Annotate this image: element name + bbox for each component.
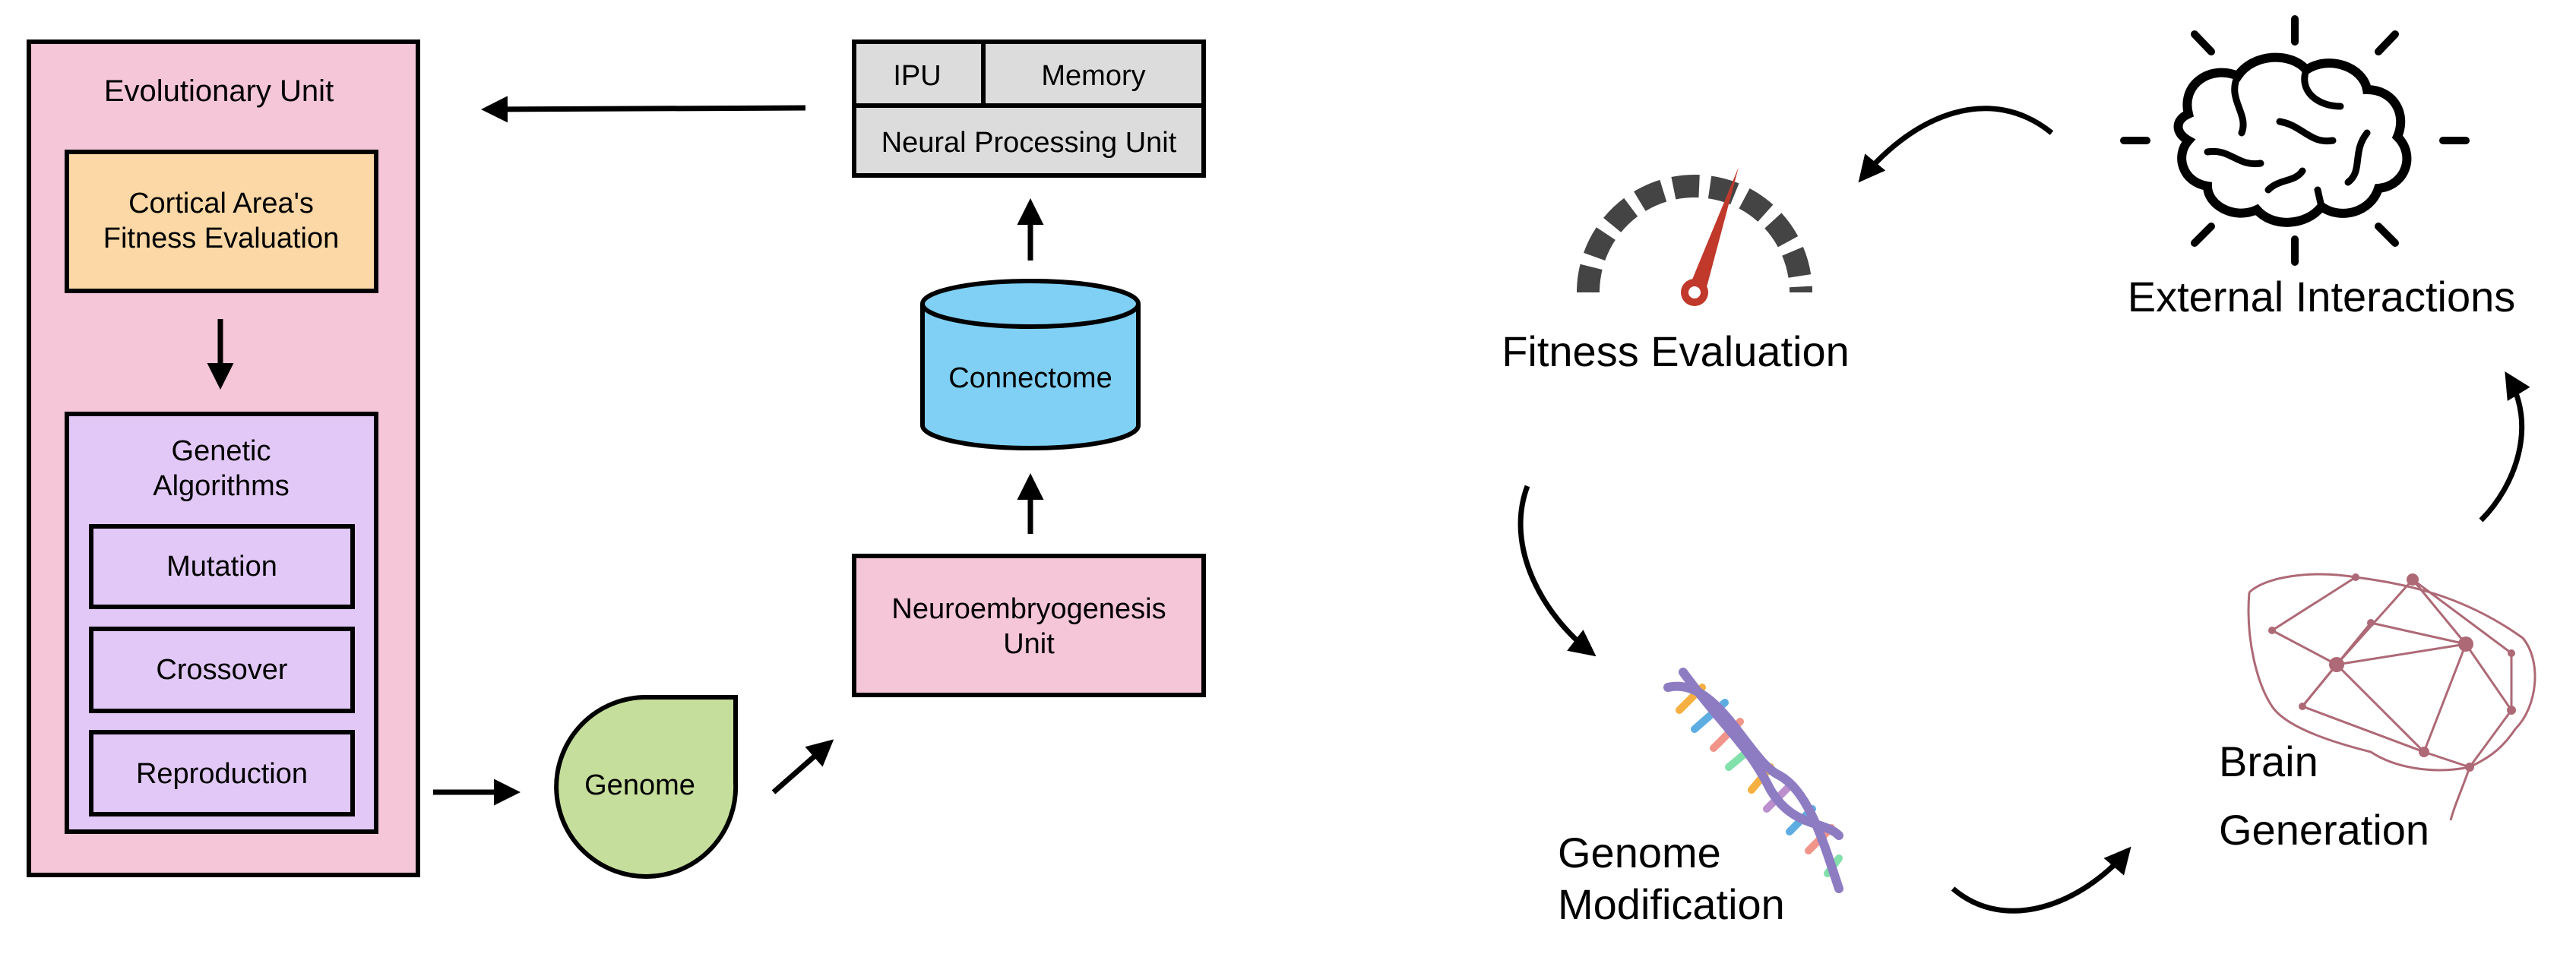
connectome-cylinder: Connectome [920,279,1141,450]
cortical-fitness-line1: Cortical Area's [128,188,314,220]
arrow-external-to-fitness [1858,106,2054,183]
neuroembryogenesis-box: Neuroembryogenesis Unit [852,554,1206,697]
genome-shape: Genome [554,695,739,879]
brain-generation-line1: Brain [2219,737,2318,785]
ipu-label: IPU [893,60,941,92]
neuroembryogenesis-line2: Unit [1003,628,1055,660]
cortical-fitness-box: Cortical Area's Fitness Evaluation [65,150,378,293]
brain-network-icon [2247,573,2536,821]
brain-outline-icon [2120,15,2470,266]
genetic-algorithms-line2: Algorithms [153,470,290,502]
arrow-genome-to-neuro [771,739,834,794]
arrow-npu-to-evolutionary [481,96,806,123]
gauge-icon [1577,167,1812,306]
reproduction-box [89,730,355,816]
genome-label: Genome [584,769,695,801]
reproduction-label: Reproduction [136,758,308,790]
cortical-fitness-line2: Fitness Evaluation [103,223,340,254]
mutation-label: Mutation [166,551,277,583]
connectome-label: Connectome [948,362,1112,394]
crossover-box [89,627,355,713]
genetic-algorithms-line1: Genetic [172,435,271,467]
mutation-box [89,524,355,609]
neuroembryogenesis-line1: Neuroembryogenesis [891,593,1166,625]
genome-modification-line2: Modification [1558,880,1785,928]
dna-icon [1663,668,1843,893]
crossover-label: Crossover [156,654,287,686]
arrow-brain-to-external [2479,371,2530,523]
npu-title-cell [852,103,1206,178]
genome-modification-line1: Genome [1558,829,1721,876]
npu-title: Neural Processing Unit [881,127,1177,159]
external-interactions-label: External Interactions [2128,273,2515,321]
fitness-evaluation-label: Fitness Evaluation [1502,327,1850,375]
evolutionary-unit-title: Evolutionary Unit [104,74,334,108]
brain-generation-line2: Generation [2219,806,2429,854]
neural-processing-unit: IPU Memory Neural Processing Unit [852,39,1206,178]
ipu-cell [852,39,986,108]
arrow-genome-to-brain [1951,846,2131,914]
arrow-fitness-to-genome [1517,485,1597,657]
memory-label: Memory [1041,60,1145,92]
genetic-algorithms-box: Genetic Algorithms Mutation Crossover Re… [65,412,378,834]
